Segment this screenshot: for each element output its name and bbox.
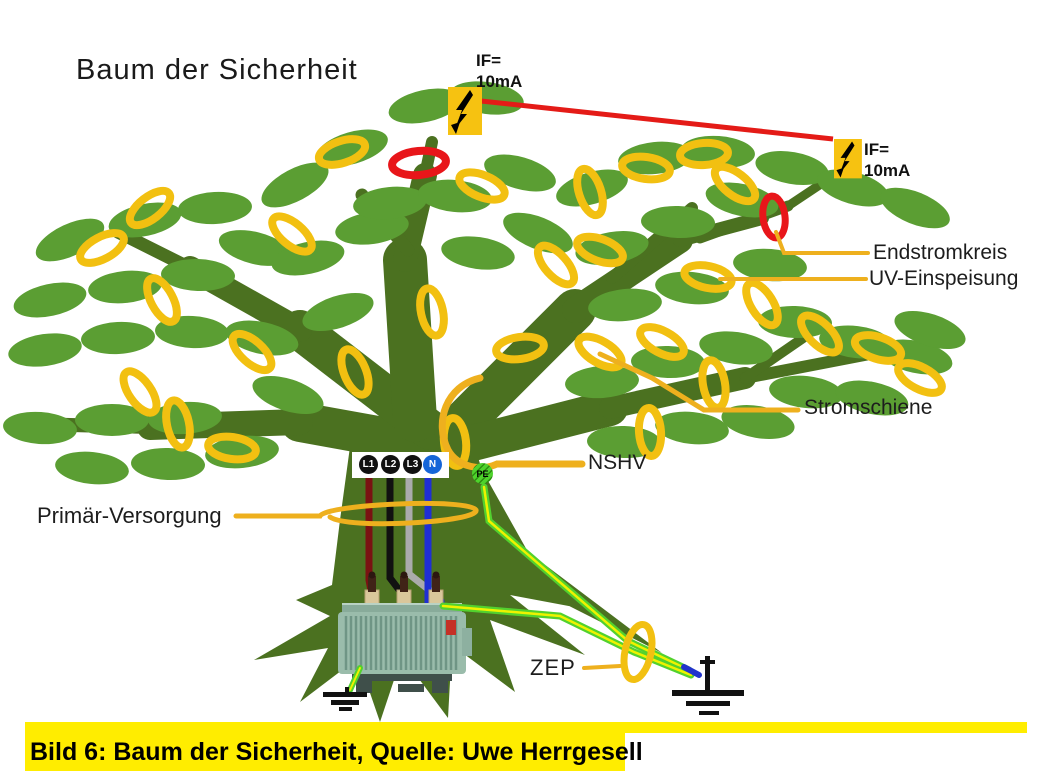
fault-marker-line1: IF=: [864, 140, 890, 159]
label-stromschiene: Stromschiene: [804, 396, 933, 419]
n-to-earth-link: [681, 664, 702, 678]
fault-marker-line2: 10mA: [864, 161, 911, 180]
badge-n: N: [423, 455, 442, 474]
wire-l2: [386, 472, 407, 599]
caption-text: Bild 6: Baum der Sicherheit, Quelle: Uwe…: [30, 737, 643, 766]
earth-symbol-right: [672, 656, 744, 715]
label-uv-einspeisung: UV-Einspeisung: [869, 267, 1019, 290]
zep-ring: [620, 620, 656, 684]
fault-current-line: [480, 98, 834, 142]
fault-marker-line1: IF=: [476, 51, 502, 70]
earth-symbol-left: [323, 687, 367, 711]
fault-marker-line2: 10mA: [476, 72, 523, 91]
badge-l1: L1: [359, 455, 378, 474]
label-zep: ZEP: [530, 655, 576, 680]
badge-l3: L3: [403, 455, 422, 474]
leader-primaer: [233, 500, 479, 527]
transformer: [338, 571, 472, 693]
transformer-fins: [344, 616, 458, 670]
fault-marker-label-top: IF= 10mA: [476, 50, 522, 92]
leader-stromschiene: [597, 351, 801, 413]
badge-l2: L2: [381, 455, 400, 474]
diagram-title: Baum der Sicherheit: [76, 54, 358, 86]
fault-lightning-icon: [834, 139, 862, 179]
label-nshv: NSHV: [588, 451, 647, 474]
label-primaer-versorgung: Primär-Versorgung: [37, 503, 222, 528]
leader-zep: [582, 664, 622, 670]
tree-trunk: [254, 432, 662, 722]
leader-endstromkreis: [774, 230, 870, 255]
caption-highlight-block: Bild 6: Baum der Sicherheit, Quelle: Uwe…: [25, 733, 643, 771]
caption-highlight-bar: [25, 722, 1027, 733]
badge-pe: PE: [472, 463, 493, 484]
fault-marker-label-right: IF= 10mA: [864, 139, 910, 181]
outlet-rings: [76, 135, 946, 470]
pe-conductors: [347, 483, 702, 693]
label-endstromkreis: Endstromkreis: [873, 241, 1008, 264]
fault-lightning-icon: [448, 87, 482, 135]
fault-ring-top: [388, 146, 450, 180]
